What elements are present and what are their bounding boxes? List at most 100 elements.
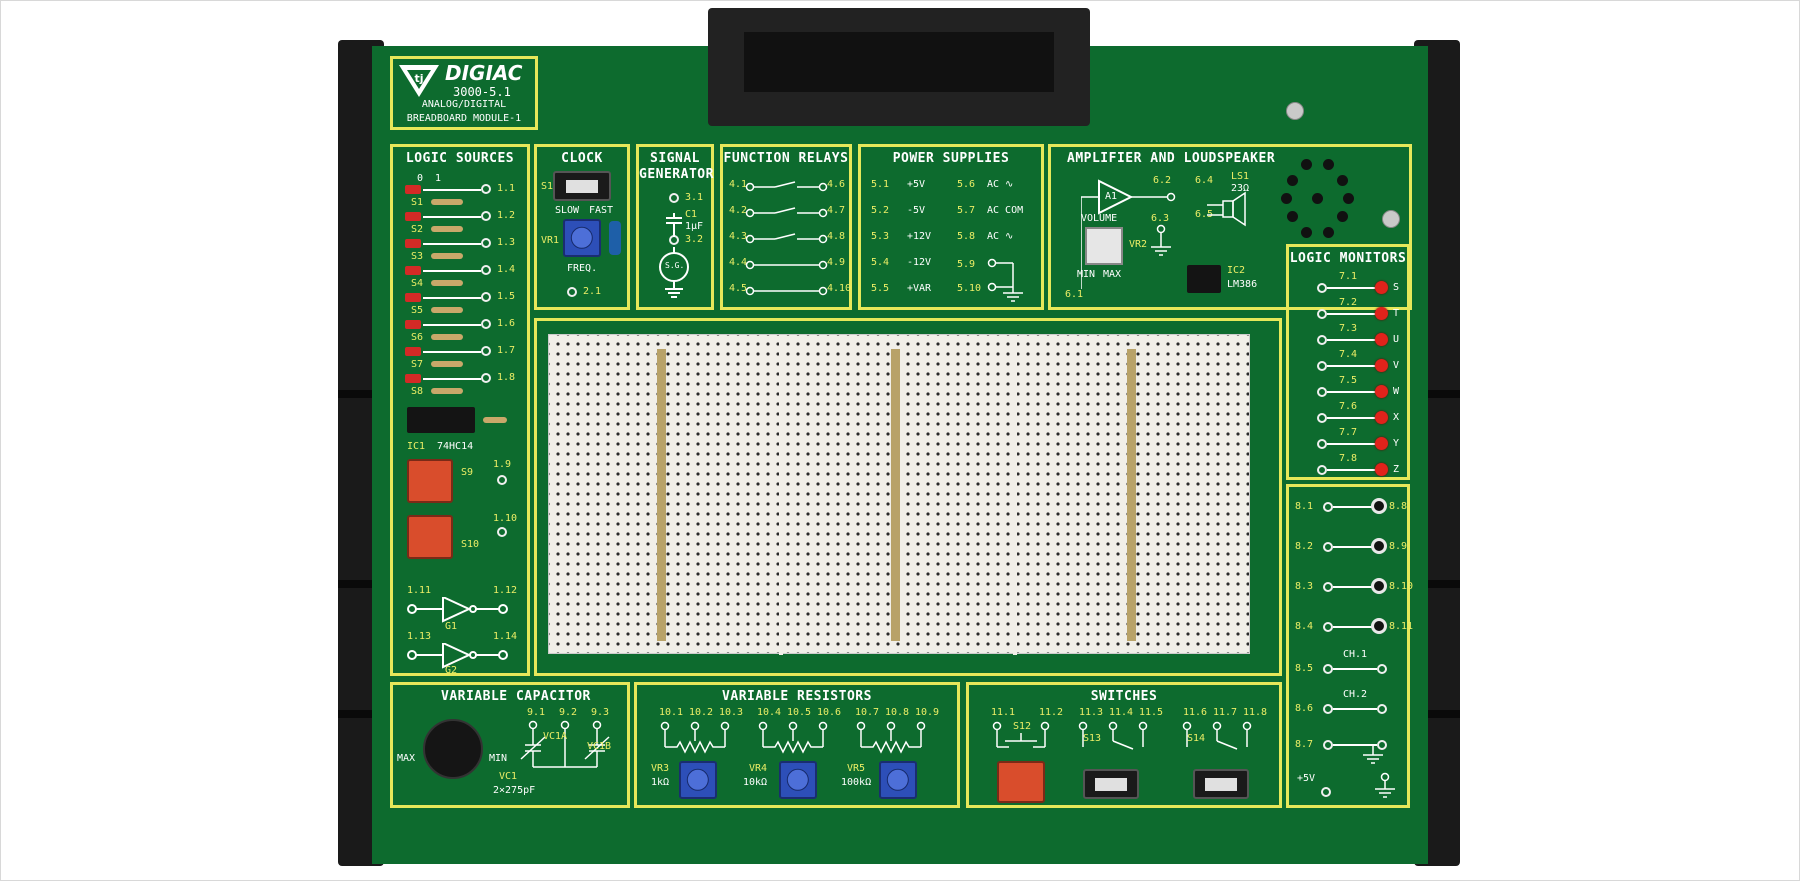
- trace: [1327, 443, 1377, 445]
- pin-label: 7.3: [1339, 323, 1358, 334]
- output-pin[interactable]: [481, 373, 491, 383]
- terminal-pin[interactable]: [1323, 502, 1333, 512]
- input-pin[interactable]: [1317, 387, 1327, 397]
- toggle-switch-s13[interactable]: [1083, 769, 1139, 799]
- pin-label: 3.2: [685, 234, 704, 245]
- output-pin[interactable]: [567, 287, 577, 297]
- solderless-breadboard[interactable]: [548, 334, 1250, 655]
- pin-label: 10.7: [855, 707, 880, 718]
- output-pin[interactable]: [481, 238, 491, 248]
- logic-switch[interactable]: [405, 374, 421, 383]
- terminal-pin[interactable]: [1321, 787, 1331, 797]
- cap-label: VC1: [499, 771, 518, 782]
- frequency-pot[interactable]: [563, 219, 601, 257]
- pushbutton-s12[interactable]: [997, 761, 1045, 803]
- banana-socket[interactable]: [1371, 618, 1387, 634]
- cap-a-label: VC1A: [543, 731, 568, 742]
- signal-pin[interactable]: [669, 193, 679, 203]
- slow-fast-switch[interactable]: [553, 171, 611, 201]
- output-pin[interactable]: [497, 475, 507, 485]
- led-indicator: [1375, 463, 1388, 476]
- terminal-pin[interactable]: [1377, 740, 1387, 750]
- pin-label: 8.11: [1389, 621, 1414, 632]
- monitor-letter: Z: [1393, 464, 1400, 475]
- input-pin[interactable]: [1317, 335, 1327, 345]
- output-pin[interactable]: [481, 319, 491, 329]
- banana-socket[interactable]: [1371, 578, 1387, 594]
- module-name-2: BREADBOARD MODULE-1: [406, 113, 522, 124]
- pin-label: 1.3: [497, 237, 516, 248]
- led-indicator: [1375, 437, 1388, 450]
- terminal-pin[interactable]: [1323, 704, 1333, 714]
- pin-label: 8.10: [1389, 581, 1414, 592]
- potentiometer-vr5[interactable]: [879, 761, 917, 799]
- speaker-label: LS1: [1231, 171, 1250, 182]
- cap-value: 1μF: [685, 221, 704, 232]
- input-pin[interactable]: [1317, 283, 1327, 293]
- trace: [1327, 469, 1377, 471]
- pin-label: 1.10: [493, 513, 518, 524]
- output-pin[interactable]: [481, 211, 491, 221]
- potentiometer-vr3[interactable]: [679, 761, 717, 799]
- input-pin[interactable]: [1317, 309, 1327, 319]
- list-item: 7.1 S: [1289, 271, 1407, 303]
- potentiometer-vr4[interactable]: [779, 761, 817, 799]
- pot-label: VR5: [847, 763, 866, 774]
- volume-knob[interactable]: [1085, 227, 1123, 265]
- switch-label: S11: [541, 181, 560, 192]
- terminal-pin[interactable]: [1323, 664, 1333, 674]
- signal-generator-panel: SIGNAL GENERATOR 3.1 C1 1μF 3.2 S.G.: [636, 144, 714, 310]
- level-label-1: 1: [435, 173, 442, 184]
- pin-label: 1.5: [497, 291, 516, 302]
- output-pin[interactable]: [481, 292, 491, 302]
- output-pin[interactable]: [481, 265, 491, 275]
- logic-switch[interactable]: [405, 347, 421, 356]
- trace: [423, 270, 481, 272]
- terminal-row: 8.6: [1289, 703, 1407, 733]
- list-item: 7.8 Z: [1289, 453, 1407, 485]
- digiac-logo-icon: tj: [399, 65, 439, 97]
- input-pin[interactable]: [1317, 413, 1327, 423]
- input-pin[interactable]: [1317, 439, 1327, 449]
- trace: [1327, 287, 1377, 289]
- relay-contact-icon: [745, 286, 828, 296]
- panel-title: VARIABLE RESISTORS: [722, 689, 872, 704]
- output-pin[interactable]: [497, 527, 507, 537]
- terminal-pin[interactable]: [1377, 704, 1387, 714]
- pin-label: 5.8: [957, 231, 976, 242]
- pin-label: 1.8: [497, 372, 516, 383]
- logic-switch[interactable]: [405, 266, 421, 275]
- input-pin[interactable]: [1317, 465, 1327, 475]
- button-label: S10: [461, 539, 480, 550]
- capacitor-knob[interactable]: [423, 719, 483, 779]
- terminal-pin[interactable]: [1323, 542, 1333, 552]
- logic-switch-rows: 1.1 S1 1.2 S2 1.3 S3 1.4 S4: [393, 183, 527, 397]
- terminal-pin[interactable]: [1323, 622, 1333, 632]
- terminal-pin[interactable]: [1323, 740, 1333, 750]
- banana-socket[interactable]: [1371, 538, 1387, 554]
- input-pin[interactable]: [1317, 361, 1327, 371]
- output-pin[interactable]: [481, 184, 491, 194]
- banana-socket[interactable]: [1371, 498, 1387, 514]
- breadboard-divider: [1013, 335, 1017, 655]
- logic-switch[interactable]: [405, 239, 421, 248]
- switches-panel: SWITCHES 11.1 11.2 11.3 11.4 11.5 11.6 1…: [966, 682, 1282, 808]
- terminals-panel: 8.1 8.8 8.2 8.9 8.3 8.10 8.4 8.11 CH.1 8…: [1286, 484, 1414, 808]
- switch-label: S14: [1187, 733, 1206, 744]
- rail-notch: [338, 710, 384, 718]
- terminal-pin[interactable]: [1377, 664, 1387, 674]
- pin-label: 4.6: [827, 179, 846, 190]
- pin-label: 6.2: [1153, 175, 1172, 186]
- logic-switch[interactable]: [405, 293, 421, 302]
- amp-label: A1: [1105, 191, 1118, 202]
- toggle-switch-s14[interactable]: [1193, 769, 1249, 799]
- terminal-pin[interactable]: [1323, 582, 1333, 592]
- output-pin[interactable]: [481, 346, 491, 356]
- pushbutton-s9[interactable]: [407, 459, 453, 503]
- pin-label: 11.3: [1079, 707, 1104, 718]
- pushbutton-s10[interactable]: [407, 515, 453, 559]
- trace: [1327, 365, 1377, 367]
- logic-switch[interactable]: [405, 320, 421, 329]
- logic-switch[interactable]: [405, 212, 421, 221]
- logic-switch[interactable]: [405, 185, 421, 194]
